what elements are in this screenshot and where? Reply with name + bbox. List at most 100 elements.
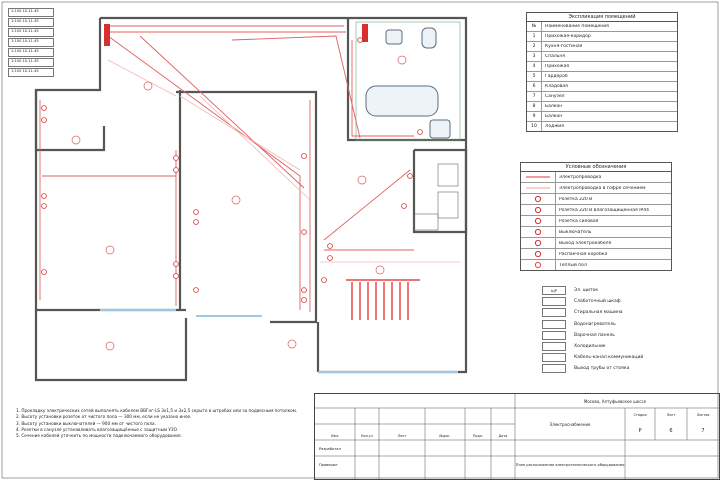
- room-number: 3: [527, 52, 542, 61]
- legend-label: Электропроводка: [559, 174, 602, 180]
- title-section: Электроснабжение: [549, 422, 591, 427]
- note-line: 5. Сечение кабелей уточнить по мощности …: [16, 433, 182, 439]
- wire-diagonal-1: [107, 35, 301, 310]
- legend-label: Розетка 220 В: [559, 196, 593, 202]
- symbol-box-icon: [542, 364, 566, 374]
- notes: 1. Прокладку электрических сетей выполня…: [16, 408, 308, 439]
- wire-faint-2: [199, 95, 311, 201]
- outlet-icon: [173, 155, 179, 161]
- wire-diagonal-3: [231, 35, 361, 139]
- symbol-box-icon: [542, 319, 566, 329]
- rooms-table-header: № Наименование помещения: [527, 22, 677, 32]
- symbol-row: Кабель-канал коммуникаций: [542, 352, 718, 363]
- room-marker-icon: [231, 195, 241, 205]
- legend-label: Тёплый пол: [559, 262, 587, 268]
- legend-label: Выход электрокабеля: [559, 240, 612, 246]
- title-stage: Р: [638, 428, 641, 434]
- room-number: 4: [527, 62, 542, 71]
- symbol-box-icon: [542, 342, 566, 352]
- title-stage-label: Стадия: [633, 413, 646, 417]
- room-number: 10: [527, 122, 542, 131]
- title-sheets: 7: [701, 428, 704, 434]
- title-col-header: Подп.: [473, 434, 483, 438]
- title-block: Москва, Алтуфьевское шоссе Электроснабже…: [314, 393, 720, 480]
- outlet-icon: [301, 297, 307, 303]
- legend-symbol-icon: [521, 216, 556, 226]
- dimension-entry: 1:100 10-11.45: [8, 48, 54, 57]
- outlet-icon: [41, 269, 47, 275]
- title-sheet: 6: [669, 428, 672, 434]
- washing-machine-icon: [429, 119, 451, 139]
- outlet-icon: [41, 203, 47, 209]
- legend-label: Розетка силовая: [559, 218, 599, 224]
- legend-symbol-icon: [521, 194, 556, 204]
- room-number: 6: [527, 82, 542, 91]
- outlet-icon: [41, 117, 47, 123]
- outlet-icon: [41, 105, 47, 111]
- outlet-icon: [193, 219, 199, 225]
- room-name: Спальня: [545, 54, 566, 59]
- legend-label: Выключатель: [559, 229, 592, 235]
- outlet-icon: [327, 243, 333, 249]
- dimension-entry: 1:100 10-11.45: [8, 18, 54, 27]
- legend-label: Электропроводка в гофре сечением: [559, 185, 646, 191]
- symbol-row: Слаботочный шкаф: [542, 296, 718, 307]
- wire-bath: [351, 40, 414, 137]
- outlet-icon: [417, 129, 423, 135]
- wall-small-room: [34, 90, 106, 152]
- room-name: Прихожая-коридор: [545, 34, 591, 39]
- symbol-label: Выход трубы от стояка: [574, 366, 630, 372]
- note-line: 1. Прокладку электрических сетей выполня…: [16, 408, 298, 413]
- kitchen-unit: [413, 163, 459, 231]
- legend-label: Розетка 220 В влагозащищённая IP44: [559, 207, 649, 213]
- electrical-panel-icon: [104, 24, 110, 46]
- outlet-icon: [357, 37, 363, 43]
- outlet-icon: [41, 193, 47, 199]
- room-number: 7: [527, 92, 542, 101]
- title-col-header: №док.: [439, 434, 450, 438]
- legend-row: Выход электрокабеля: [521, 238, 671, 249]
- outlet-icon: [327, 255, 333, 261]
- wiring: [39, 25, 414, 312]
- heated-floor: [346, 279, 420, 320]
- room-name: Лоджия: [545, 124, 564, 129]
- wire-faint-1: [179, 95, 301, 171]
- legend-row: Тёплый пол: [521, 260, 671, 270]
- room-name: Санузел: [545, 94, 565, 99]
- symbol-row: Выход трубы от стояка: [542, 363, 718, 374]
- bathroom-tile-area: [355, 21, 461, 141]
- note-line: 2. Высоту установки розеток от чистого п…: [16, 414, 192, 420]
- dimension-entry: 1:100 10-11.45: [8, 58, 54, 67]
- rooms-col-name: Наименование помещения: [545, 24, 609, 29]
- symbol-box-icon: [542, 308, 566, 318]
- rooms-table: Экспликация помещений № Наименование пом…: [526, 12, 678, 132]
- legend-symbol-icon: [521, 238, 556, 248]
- legend-row: Выключатель: [521, 227, 671, 238]
- symbol-label: Водонагреватель: [574, 321, 616, 327]
- legend-label: Распаечная коробка: [559, 251, 608, 257]
- title-role: Проверил: [319, 463, 337, 467]
- symbol-row: Стиральная машина: [542, 307, 718, 318]
- windows: [100, 309, 458, 373]
- outlet-icon: [173, 273, 179, 279]
- outlet-icon: [401, 203, 407, 209]
- title-col-header: Изм.: [331, 434, 339, 438]
- room-number: 5: [527, 72, 542, 81]
- symbol-label: Кабель-канал коммуникаций: [574, 355, 644, 361]
- dimension-entry: 1:100 10-11.45: [8, 8, 54, 17]
- symbol-row: Варочная панель: [542, 330, 718, 341]
- symbol-label: Варочная панель: [574, 332, 615, 338]
- wire-kitchen-1: [323, 169, 411, 241]
- room-marker-icon: [357, 175, 367, 185]
